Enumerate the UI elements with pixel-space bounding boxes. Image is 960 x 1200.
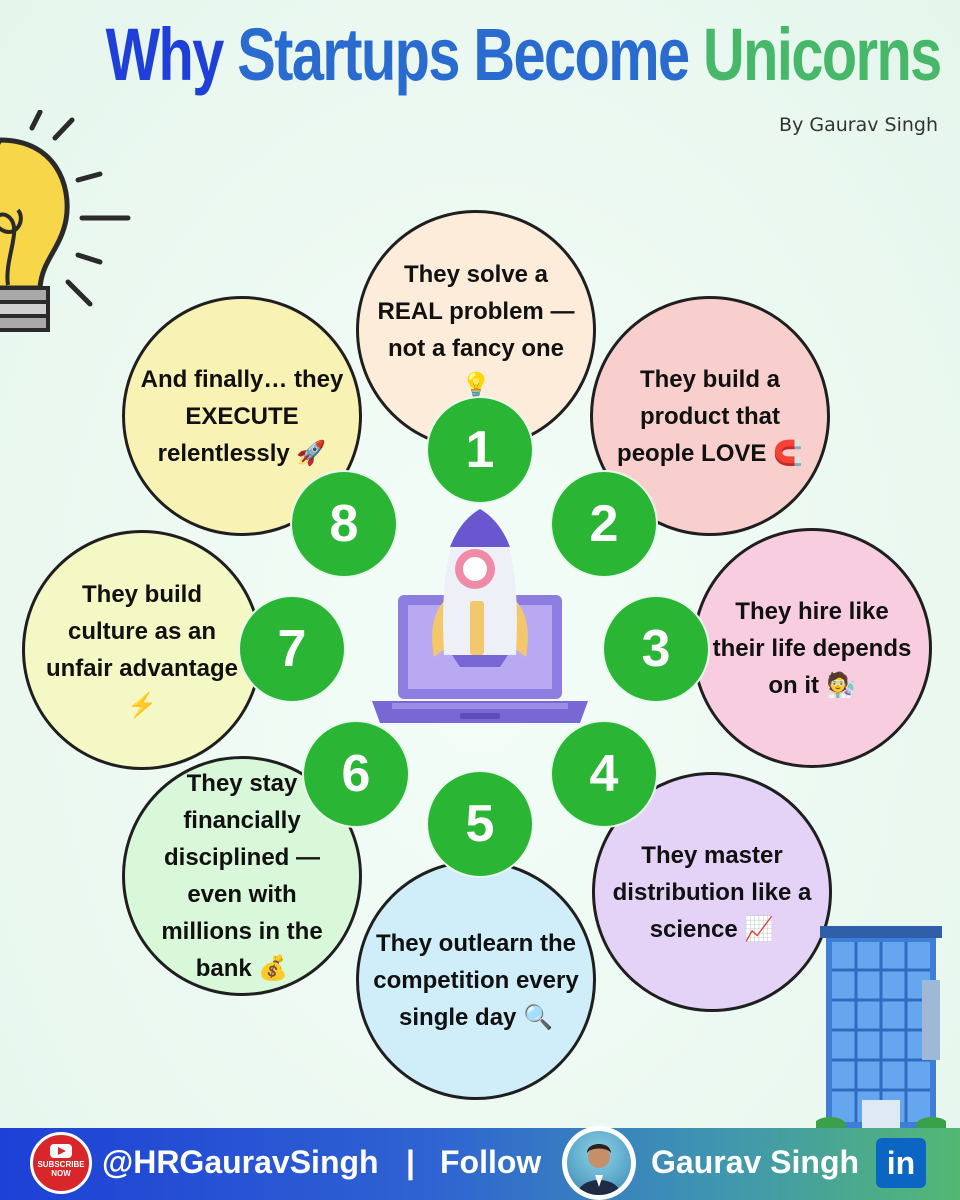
step-4-text: They master distribution like a science … [612,841,812,943]
step-6-card: They stay financially disciplined — even… [122,756,362,996]
step-3-text: They hire like their life depends on it … [712,597,912,699]
step-4-badge: 4 [552,722,656,826]
avatar [562,1126,636,1200]
light-bulb-icon [0,110,131,332]
step-6-text: They stay financially disciplined — even… [161,770,323,982]
step-2-badge: 2 [552,472,656,576]
step-3-card: They hire like their life depends on it … [692,528,932,768]
office-building-icon [816,926,946,1130]
youtube-play-icon [50,1144,72,1158]
step-3-badge: 3 [604,597,708,701]
step-2-text: They build a product that people LOVE 🧲 [617,365,803,467]
follow-label: Follow [440,1144,542,1180]
rocket-laptop-icon [372,509,588,723]
step-7-card: They build culture as an unfair advantag… [22,530,262,770]
youtube-handle-link[interactable]: @HRGauravSingh [102,1144,379,1180]
step-5-text: They outlearn the competition every sing… [373,929,579,1031]
author-name: Gaurav Singh [651,1144,860,1180]
step-6-badge: 6 [304,722,408,826]
step-5-badge: 5 [428,772,532,876]
title-wrap: Why Startups Become Unicorns [0,18,960,92]
step-1-card: They solve a REAL problem — not a fancy … [356,210,596,450]
page-title: Why Startups Become Unicorns [105,13,943,96]
byline: By Gaurav Singh [779,114,938,136]
step-7-text: They build culture as an unfair advantag… [45,581,239,719]
title-part-3: Unicorns [703,13,942,96]
title-part-2: Startups Become [237,13,690,96]
step-7-badge: 7 [240,597,344,701]
step-8-text: And finally… they EXECUTE relentlessly 🚀 [140,365,344,467]
linkedin-icon[interactable]: in [876,1138,926,1188]
title-part-1: Why [105,13,225,96]
step-1-text: They solve a REAL problem — not a fancy … [377,261,575,399]
step-5-card: They outlearn the competition every sing… [356,860,596,1100]
subscribe-line-1: SUBSCRIBE [37,1160,85,1169]
footer-bar: SUBSCRIBE NOW @HRGauravSingh | Follow Ga… [0,1126,960,1200]
subscribe-line-2: NOW [51,1169,71,1178]
step-1-badge: 1 [428,398,532,502]
youtube-subscribe-icon[interactable]: SUBSCRIBE NOW [30,1132,92,1194]
footer-separator: | [406,1144,415,1180]
step-8-badge: 8 [292,472,396,576]
